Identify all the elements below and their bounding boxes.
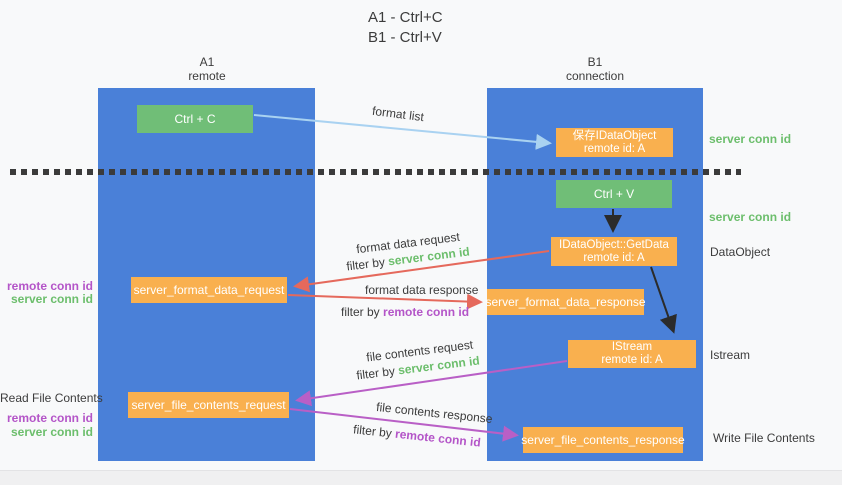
label-filter-by-remote-conn-id-2: filter by remote conn id: [353, 422, 482, 449]
title-line-1: A1 - Ctrl+C: [368, 9, 443, 26]
node-ctrl-c-label: Ctrl + C: [174, 111, 216, 126]
node-server-file-contents-request-label: server_file_contents_request: [131, 397, 286, 412]
node-server-format-data-request: server_format_data_request: [131, 277, 287, 303]
filter-by-text: filter by: [345, 254, 386, 274]
node-save-idataobject: 保存IDataObject remote id: A: [556, 128, 673, 157]
diagram-title: A1 - Ctrl+C B1 - Ctrl+V: [368, 8, 443, 48]
lane-b1-subtitle: connection: [565, 69, 625, 83]
label-format-data-response: format data response: [365, 283, 479, 297]
dashed-divider: [10, 169, 741, 175]
node-server-file-contents-response-label: server_file_contents_response: [521, 432, 685, 447]
node-istream: IStream remote id: A: [568, 340, 696, 368]
filter-by-text: filter by: [355, 363, 396, 383]
node-server-format-data-request-label: server_format_data_request: [133, 282, 285, 297]
node-istream-line1: IStream: [611, 341, 653, 353]
filter-by-text: filter by: [341, 305, 380, 319]
bottom-strip: [0, 470, 842, 485]
label-format-list: format list: [371, 103, 425, 125]
node-getdata-line2: remote id: A: [583, 251, 645, 264]
label-filter-by-remote-conn-id-1: filter by remote conn id: [341, 305, 469, 319]
node-ctrl-c: Ctrl + C: [137, 105, 253, 133]
left-server-conn-id-bottom: server conn id: [10, 425, 93, 439]
label-file-contents-response: file contents response: [375, 399, 494, 427]
right-istream-label: Istream: [710, 348, 751, 362]
node-server-file-contents-request: server_file_contents_request: [128, 392, 289, 418]
lane-header-b1: B1 connection: [535, 55, 655, 83]
remote-conn-id-text: remote conn id: [394, 426, 482, 450]
node-server-format-data-response: server_format_data_response: [485, 289, 646, 315]
right-server-conn-id-top: server conn id: [709, 132, 792, 146]
lane-a1-subtitle: remote: [188, 69, 226, 83]
lane-b1-name: B1: [587, 55, 603, 69]
node-idataobject-getdata: IDataObject::GetData remote id: A: [551, 237, 677, 266]
title-line-2: B1 - Ctrl+V: [368, 29, 442, 46]
filter-by-text: filter by: [352, 422, 393, 441]
node-save-idataobject-line2: remote id: A: [583, 142, 646, 155]
remote-conn-id-text: remote conn id: [383, 305, 470, 319]
left-remote-conn-id-bottom: remote conn id: [6, 411, 93, 425]
lane-a1-name: A1: [199, 55, 215, 69]
right-server-conn-id-mid: server conn id: [709, 210, 792, 224]
node-ctrl-v: Ctrl + V: [556, 180, 672, 208]
left-read-file-contents-label: Read File Contents: [0, 391, 103, 405]
left-remote-conn-id-top: remote conn id: [6, 279, 93, 293]
left-server-conn-id-top: server conn id: [10, 292, 93, 306]
node-istream-line2: remote id: A: [601, 354, 663, 366]
right-write-file-contents-label: Write File Contents: [713, 431, 815, 445]
right-dataobject-label: DataObject: [710, 245, 771, 259]
node-ctrl-v-label: Ctrl + V: [593, 186, 635, 201]
lane-header-a1: A1 remote: [147, 55, 267, 83]
node-getdata-line1: IDataObject::GetData: [559, 238, 669, 251]
node-save-idataobject-line1: 保存IDataObject: [572, 129, 657, 142]
node-server-file-contents-response: server_file_contents_response: [521, 427, 685, 453]
node-server-format-data-response-label: server_format_data_response: [485, 294, 646, 309]
